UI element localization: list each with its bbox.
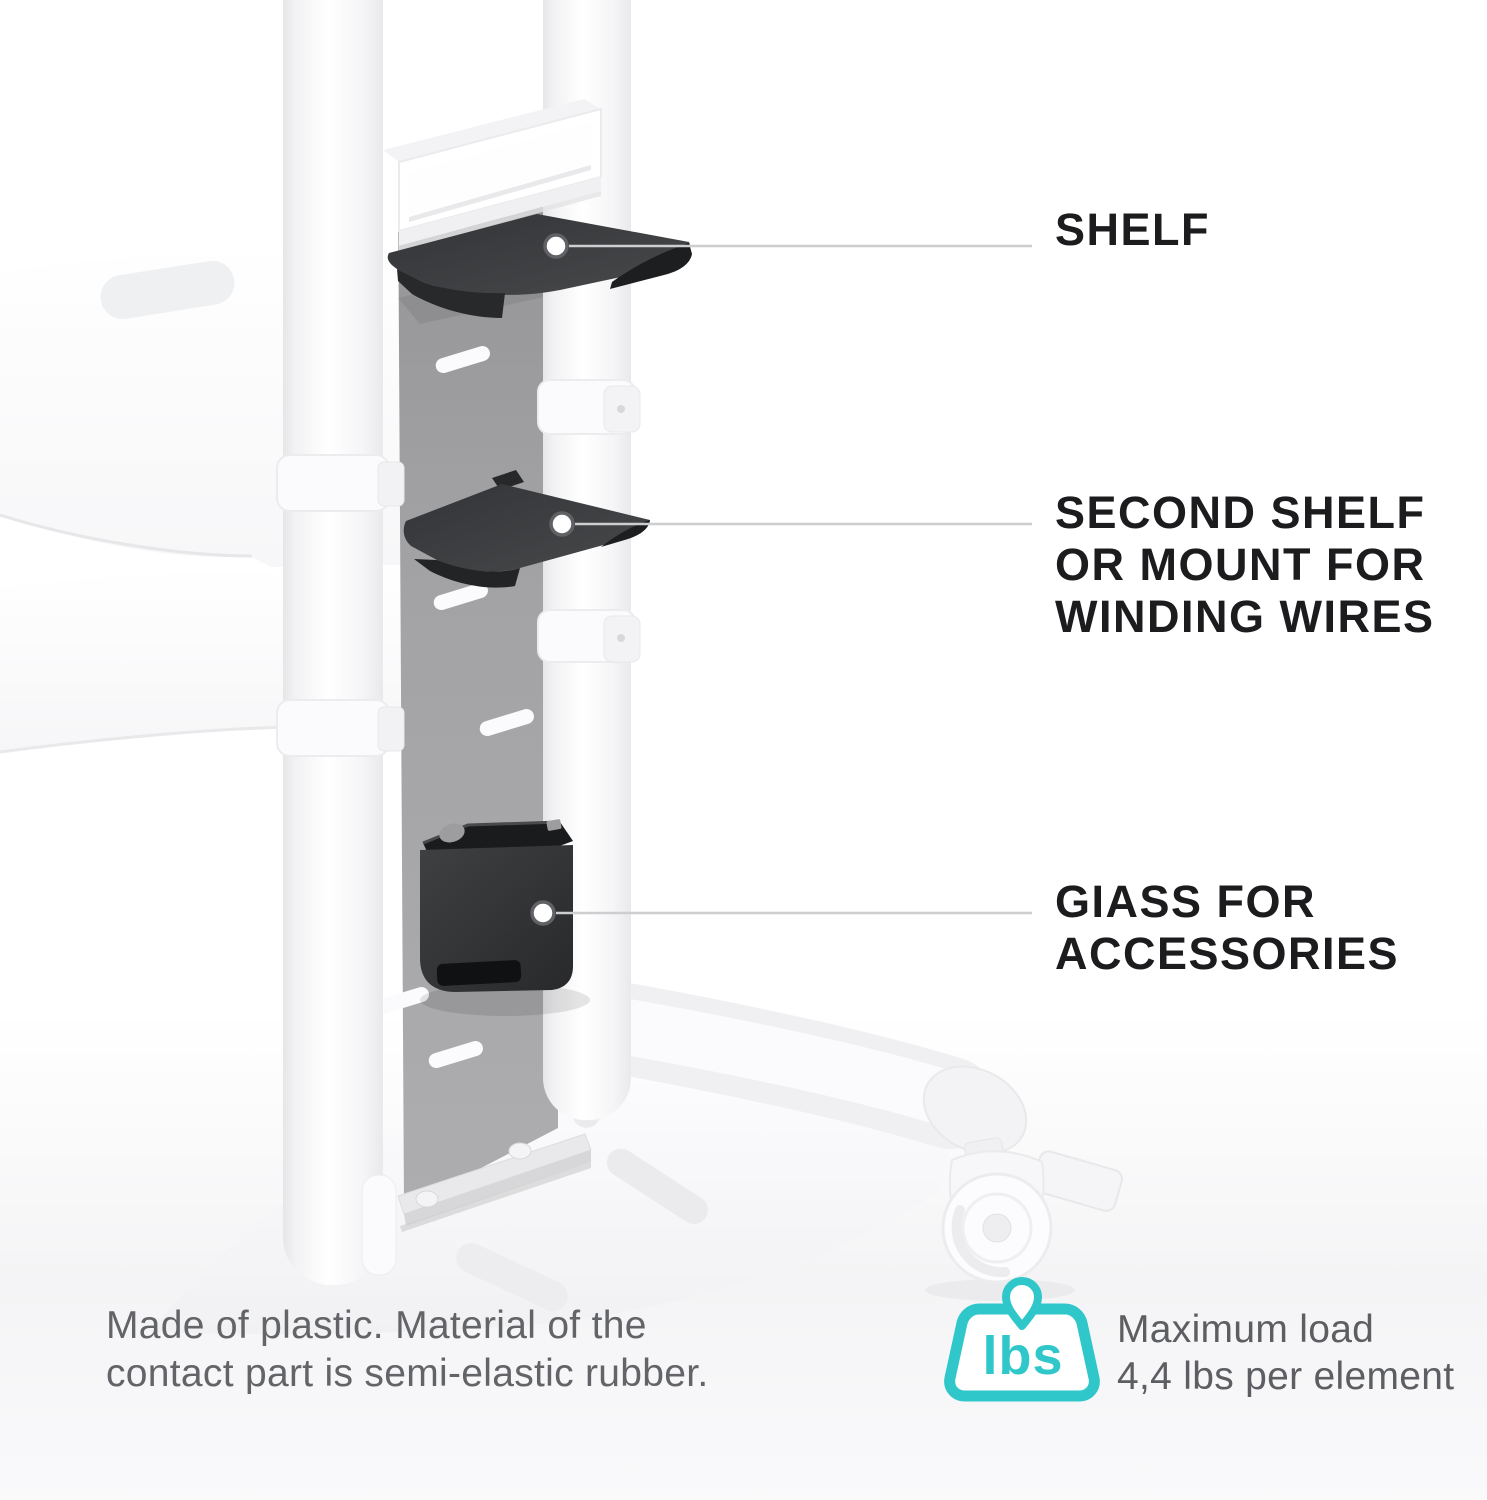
column-clamp [276,454,390,512]
plate-slot [433,583,488,611]
plate-slot [479,709,534,737]
callout-label-second-shelf: SECOND SHELF OR MOUNT FOR WINDING WIRES [1055,487,1434,643]
callout-lines [530,233,1032,926]
plate-slot [428,1041,483,1069]
max-load-line: 4,4 lbs per element [1117,1355,1455,1398]
callout-label-text: GIASS FOR [1055,876,1317,927]
material-note-line: Made of plastic. Material of the [106,1304,647,1347]
callout-marker-second-shelf [549,511,575,537]
cup-notch [546,819,562,831]
plate-slot [374,987,429,1015]
left-column [276,0,405,1285]
bolt [415,1190,439,1208]
weight-lbs-icon: lbs [944,1277,1100,1402]
cup-notch [439,823,465,843]
max-load-line: Maximum load [1117,1308,1375,1351]
column-foot-tab [361,1174,397,1276]
callout-label-text: OR MOUNT FOR [1055,539,1426,590]
leg-end-cap [922,1065,1028,1155]
callout-label-text: WINDING WIRES [1055,591,1435,642]
material-note-line: contact part is semi-elastic rubber. [106,1352,709,1395]
cup-shadow [420,984,590,1016]
callout-label-glass: GIASS FOR ACCESSORIES [1055,876,1399,980]
tabletop-slot [100,260,235,320]
crossbar [383,99,602,251]
max-load-note: Maximum load 4,4 lbs per element [1117,1306,1454,1400]
callout-marker-glass [530,900,556,926]
clamp-tab [377,461,405,507]
callout-label-text: SECOND SHELF [1055,487,1426,538]
second-shelf [403,470,650,588]
clamp-tab [377,706,405,752]
weight-handle [1002,1277,1042,1330]
callout-label-text: SHELF [1055,204,1211,255]
callout-marker-shelf [543,233,569,259]
column-clamp [276,699,390,757]
callout-label-text: ACCESSORIES [1055,928,1400,979]
cup-slot [436,960,522,986]
bolt [508,1142,532,1160]
plate-slot [435,346,490,374]
top-shelf [387,214,692,318]
base-slot [606,1148,708,1224]
plate-base-bracket [397,1133,592,1232]
accessory-cup [420,819,590,1016]
callout-label-shelf: SHELF [1055,204,1210,256]
material-note: Made of plastic. Material of the contact… [106,1302,709,1398]
lbs-icon-label: lbs [982,1326,1063,1386]
base-slot [456,1242,568,1312]
